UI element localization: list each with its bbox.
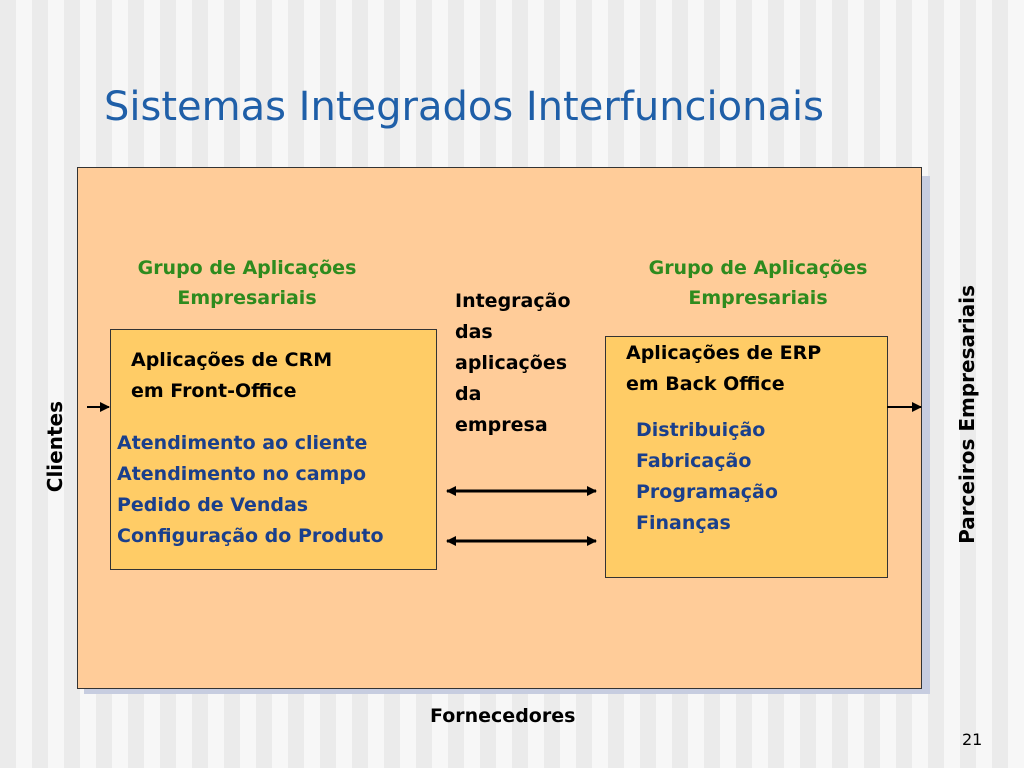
right-group-title-line2: Empresariais xyxy=(688,287,828,309)
crm-item: Atendimento no campo xyxy=(117,463,367,485)
fornecedores-label: Fornecedores xyxy=(430,705,576,727)
left-group-title: Grupo de Aplicações Empresariais xyxy=(92,253,402,313)
right-group-title-line1: Grupo de Aplicações xyxy=(648,257,868,279)
left-group-title-line2: Empresariais xyxy=(177,287,317,309)
crm-heading: Aplicações de CRM em Front-Office xyxy=(131,345,332,407)
crm-item: Atendimento ao cliente xyxy=(117,432,368,454)
integration-line: aplicações xyxy=(455,352,568,374)
crm-box xyxy=(110,329,437,570)
integration-label: Integração das aplicações da empresa xyxy=(455,286,571,441)
right-group-title: Grupo de Aplicações Empresariais xyxy=(603,253,913,313)
erp-box xyxy=(605,336,888,578)
erp-item: Distribuição xyxy=(636,419,766,441)
erp-item-list: Distribuição Fabricação Programação Fina… xyxy=(636,415,778,539)
integration-line: empresa xyxy=(455,414,548,436)
erp-item: Fabricação xyxy=(636,450,752,472)
erp-heading-line2: em Back Office xyxy=(626,373,785,395)
erp-item: Programação xyxy=(636,481,778,503)
slide-title: Sistemas Integrados Interfuncionais xyxy=(104,84,824,130)
erp-item: Finanças xyxy=(636,512,731,534)
crm-heading-line1: Aplicações de CRM xyxy=(131,349,333,371)
integration-line: das xyxy=(455,321,493,343)
crm-item-list: Atendimento ao cliente Atendimento no ca… xyxy=(117,428,384,552)
left-group-title-line1: Grupo de Aplicações xyxy=(137,257,357,279)
crm-heading-line2: em Front-Office xyxy=(131,380,297,402)
crm-item: Configuração do Produto xyxy=(117,525,384,547)
integration-line: da xyxy=(455,383,482,405)
integration-line: Integração xyxy=(455,290,571,312)
page-number: 21 xyxy=(962,730,983,749)
erp-heading-line1: Aplicações de ERP xyxy=(626,342,822,364)
erp-heading: Aplicações de ERP em Back Office xyxy=(626,338,821,400)
crm-item: Pedido de Vendas xyxy=(117,494,309,516)
